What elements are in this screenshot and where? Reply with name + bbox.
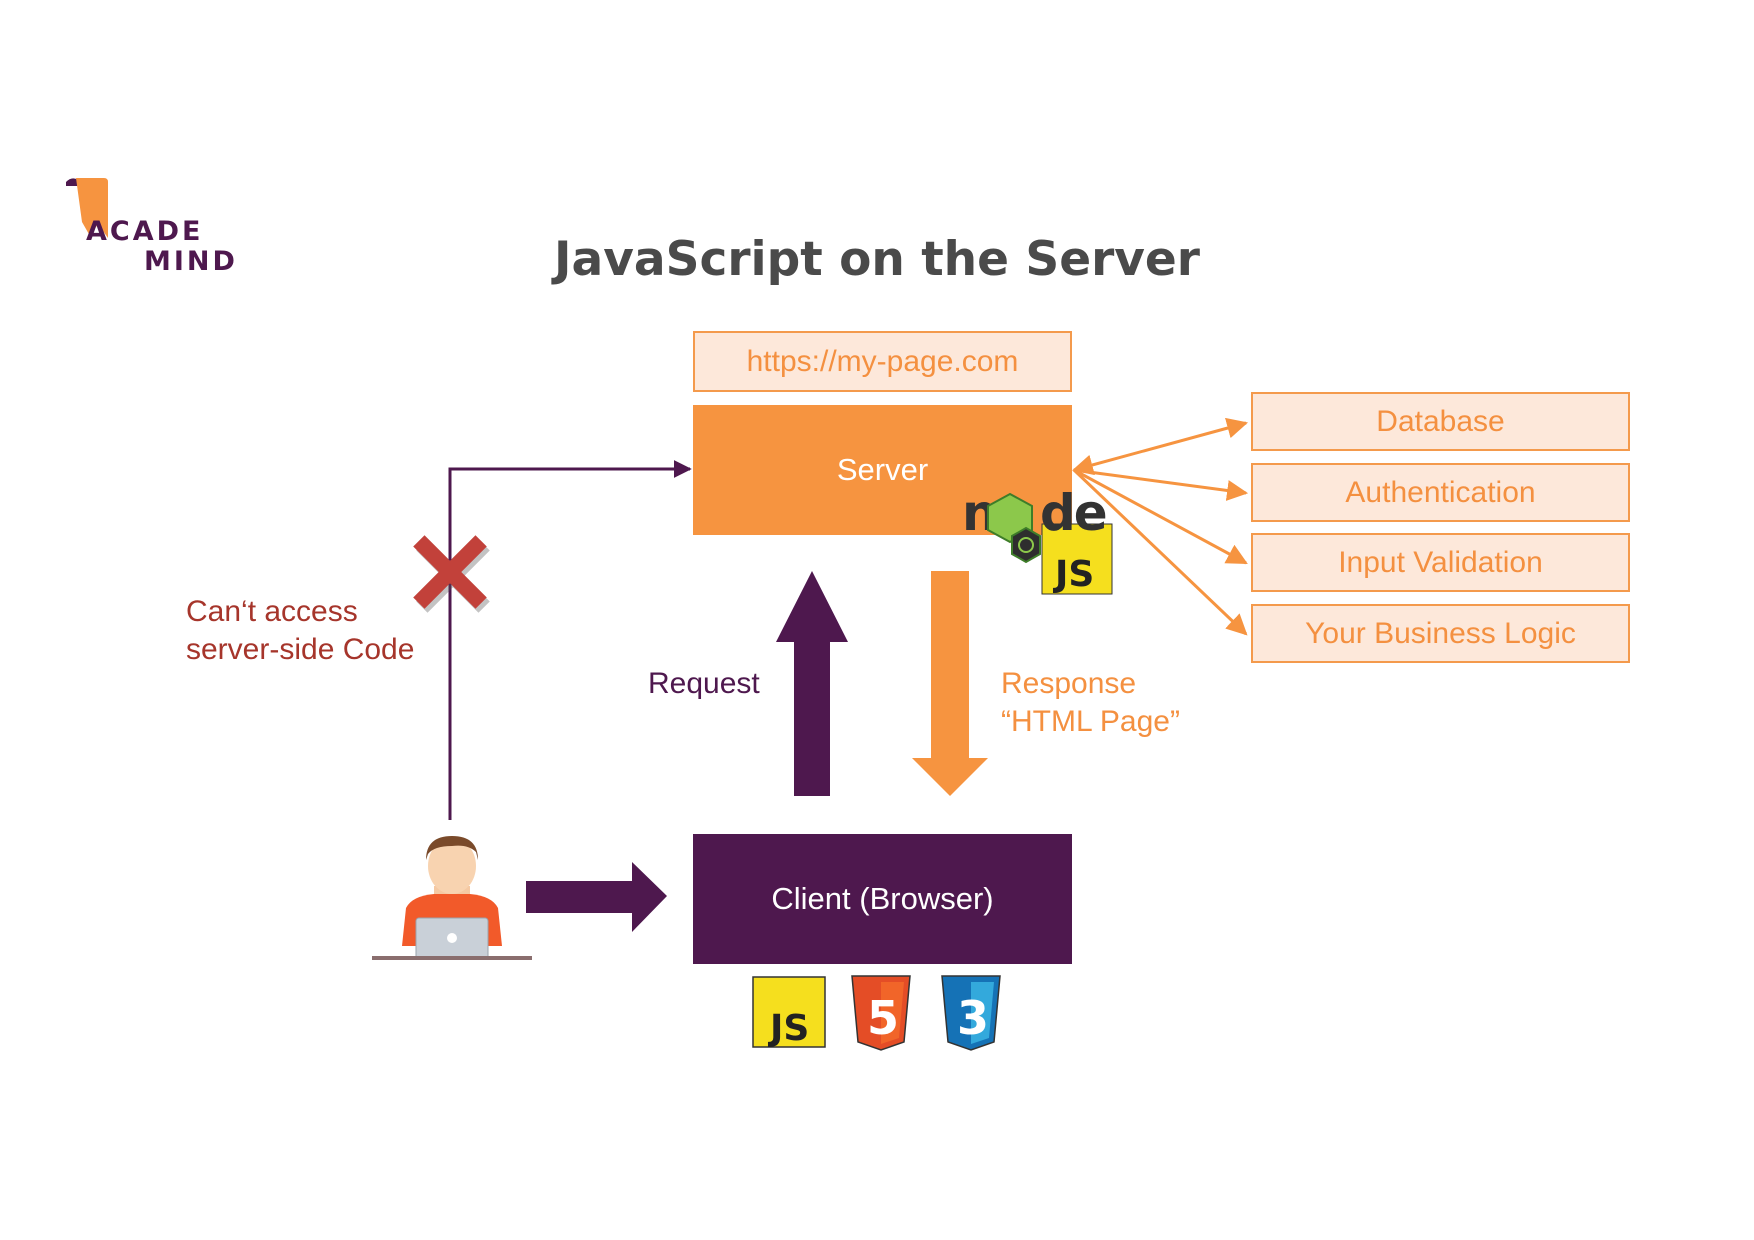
response-label: Response “HTML Page” — [1001, 665, 1180, 741]
user-with-laptop-icon — [372, 830, 532, 961]
page-title: JavaScript on the Server — [554, 232, 1200, 287]
service-input-validation: Input Validation — [1251, 533, 1630, 592]
response-label-line-2: “HTML Page” — [1001, 705, 1180, 738]
javascript-logo-icon: JS — [752, 976, 826, 1049]
javascript-badge-letters: JS — [767, 1008, 809, 1048]
request-arrow — [776, 571, 848, 796]
html5-badge-number: 5 — [867, 991, 899, 1045]
cross-mark-icon — [413, 535, 490, 613]
service-database: Database — [1251, 392, 1630, 451]
academind-logo-mark — [66, 178, 108, 238]
nodejs-badge-letters: JS — [1052, 554, 1094, 595]
nodejs-logo-icon: JS n de — [960, 478, 1120, 598]
request-label: Request — [648, 667, 760, 700]
html5-logo-icon: 5 — [848, 974, 914, 1054]
user-to-client-arrow — [526, 862, 667, 932]
cant-access-label: Can‘t access server-side Code — [186, 593, 414, 669]
svg-text:de: de — [1040, 484, 1106, 542]
logo-line-2: MIND — [144, 246, 238, 277]
service-authentication: Authentication — [1251, 463, 1630, 522]
server-to-services-arrows — [1071, 417, 1249, 636]
css3-logo-icon: 3 — [938, 974, 1004, 1054]
cant-access-line-2: server-side Code — [186, 633, 415, 666]
response-arrow — [912, 571, 988, 796]
url-box: https://my-page.com — [693, 331, 1072, 392]
client-box: Client (Browser) — [693, 834, 1072, 964]
server-box: Server — [693, 405, 1072, 535]
direct-access-line — [448, 460, 692, 820]
response-label-line-1: Response — [1001, 667, 1137, 700]
css3-badge-number: 3 — [957, 991, 989, 1045]
service-business-logic: Your Business Logic — [1251, 604, 1630, 663]
cant-access-line-1: Can‘t access — [186, 595, 358, 628]
academind-logo: ACADE MIND — [64, 176, 244, 277]
logo-line-1: ACADE — [86, 216, 204, 247]
